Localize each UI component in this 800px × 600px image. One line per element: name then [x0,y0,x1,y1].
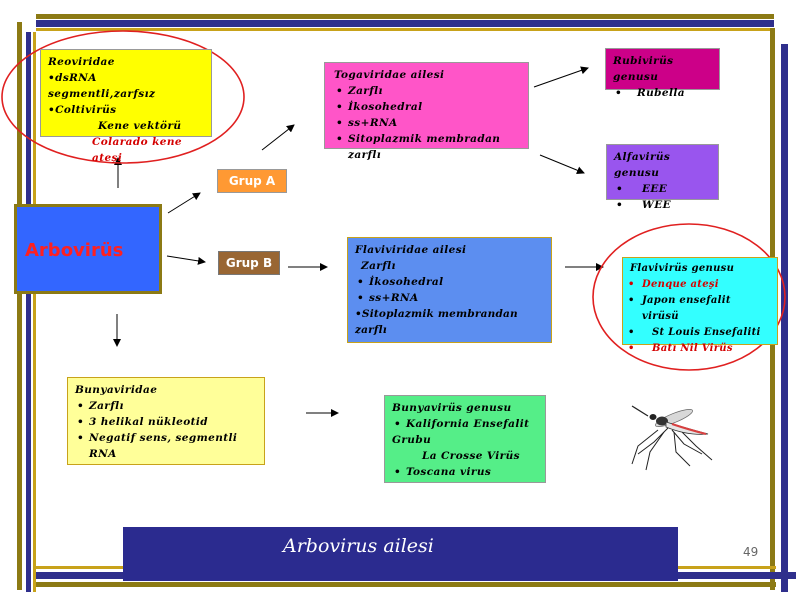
togaviridae-item: Sitoplazmik membradan zarflı [334,131,521,163]
alfavirus-item: WEE [614,197,711,213]
bunyaviridae-item: 3 helikal nükleotid [75,414,257,430]
alfavirus-list: EEE WEE [614,181,711,213]
arrow-grup-a-to-togaviridae [261,124,295,151]
bunyavirus-item: Toscana virus [392,464,538,480]
reoviridae-box: Reoviridae •dsRNA segmentli,zarfsız •Col… [40,49,212,164]
flavivirus-title: Flavivirüs genusu [630,263,735,274]
bunyavirus-list-1: Kalifornia Ensefalit [392,416,538,432]
bunyavirus-item: Kalifornia Ensefalit [392,416,538,432]
flaviviridae-item: ss+RNA [355,290,544,306]
left-frame-bar-gold [33,32,36,592]
flaviviridae-plain-line: Zarflı [361,260,396,272]
reoviridae-line-2: •Coltivirüs [48,104,117,116]
bunyaviridae-box: Bunyaviridae Zarflı 3 helikal nükleotid … [67,377,265,465]
bunyavirus-list-2: Toscana virus [392,464,538,480]
togaviridae-item: ss+RNA [334,115,521,131]
flavivirus-item: St Louis Ensefaliti [628,325,770,341]
reoviridae-line-3: Kene vektörü [98,120,182,132]
alfavirus-title: Alfavirüs genusu [614,151,671,179]
flaviviridae-item: İkosohedral [355,274,544,290]
togaviridae-list: Zarflı İkosohedral ss+RNA Sitoplazmik me… [334,83,521,163]
flaviviridae-title: Flaviviridae ailesi [355,244,467,256]
mosquito-illustration [631,405,713,471]
grup-a-label: Grup A [217,169,287,193]
grup-b-label: Grup B [218,251,280,275]
bunyavirus-line-2: Grubu [392,434,432,446]
red-circle-reoviridae [1,30,245,164]
reoviridae-title: Reoviridae [48,56,115,68]
arbovirus-label: Arbovirüs [25,240,124,261]
rubivirus-box: Rubivirüs genusu Rubella [605,48,720,101]
top-frame-bar-navy [36,20,774,27]
left-frame-bar-navy [26,32,31,592]
red-circle-flavivirus [592,223,786,371]
arbovirus-box: Arbovirüs [14,204,162,294]
flaviviridae-list: İkosohedral ss+RNA [355,274,544,306]
arrow-arbovirus-to-grup-a [167,192,201,214]
alfavirus-item: EEE [614,181,711,197]
rubivirus-list: Rubella [613,85,712,101]
page-number: 49 [743,545,759,559]
alfavirus-box: Alfavirüs genusu EEE WEE [606,144,719,213]
arrow-togaviridae-to-alfavirus [539,154,585,175]
togaviridae-box: Togaviridae ailesi Zarflı İkosohedral ss… [324,62,529,161]
flavivirus-box: Flavivirüs genusu Denque ateşi Japon ens… [622,257,778,357]
bunyavirus-box: Bunyavirüs genusu Kalifornia Ensefalit G… [384,395,546,483]
togaviridae-item: İkosohedral [334,99,521,115]
slide-caption-text: Arbovirus ailesi [283,535,434,557]
bottom-frame-bar-olive [36,582,776,587]
slide-caption: Arbovirus ailesi [123,527,678,581]
bunyaviridae-item: Negatif sens, segmentli RNA [75,430,257,462]
bunyaviridae-title: Bunyaviridae [75,384,158,396]
top-frame-bar-gold [36,28,774,31]
arrow-arbovirus-to-grup-b [166,255,206,265]
flavivirus-item: Batı Nil Virüs [628,341,770,357]
left-frame-bar-olive [17,22,22,590]
togaviridae-item: Zarflı [334,83,521,99]
bunyaviridae-item: Zarflı [75,398,257,414]
reoviridae-line-4: Colarado kene ateşi [92,136,182,164]
togaviridae-title: Togaviridae ailesi [334,69,445,81]
flavivirus-list: Denque ateşi Japon ensefalit virüsü St L… [628,277,770,357]
flavivirus-item: Denque ateşi [628,277,770,293]
flavivirus-item: Japon ensefalit virüsü [628,293,770,325]
top-frame-bar-olive [36,14,774,19]
bunyavirus-title: Bunyavirüs genusu [392,402,512,414]
rubivirus-title: Rubivirüs genusu [613,55,674,83]
arrow-togaviridae-to-rubivirus [533,66,589,88]
flaviviridae-last-line: •Sitoplazmik membrandan zarflı [355,308,518,336]
bunyaviridae-list: Zarflı 3 helikal nükleotid Negatif sens,… [75,398,257,462]
bunyavirus-line-3: La Crosse Virüs [422,450,520,462]
right-frame-bar-navy [781,44,788,592]
flaviviridae-box: Flaviviridae ailesi Zarflı İkosohedral s… [347,237,552,343]
rubivirus-item: Rubella [613,85,712,101]
reoviridae-line-1: •dsRNA segmentli,zarfsız [48,72,156,100]
